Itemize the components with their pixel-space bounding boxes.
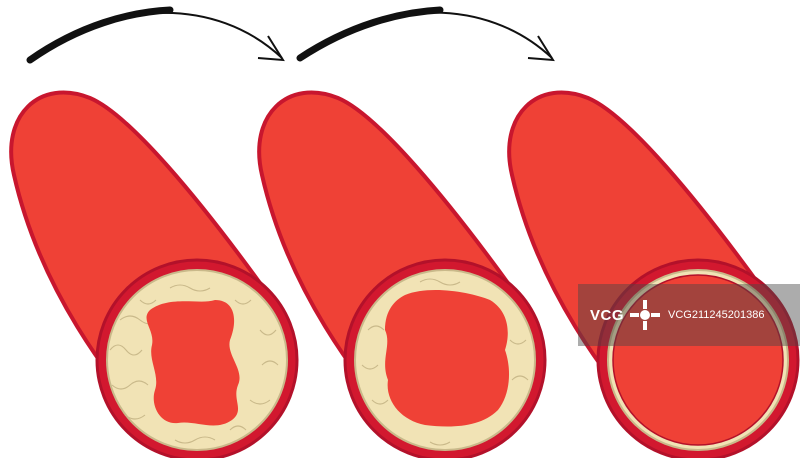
arrow-1 (26, 6, 285, 64)
watermark-id: VCG211245201386 (668, 309, 765, 321)
vessel-3-lumen (612, 274, 784, 446)
watermark-brand: VCG (590, 306, 625, 324)
arrow-2-shaft-thick (296, 6, 444, 62)
vessel-reduced-plaque (257, 90, 547, 458)
vessel-2-lumen (385, 290, 510, 427)
arrow-1-head (257, 35, 285, 62)
arrow-1-shaft-thick (26, 6, 174, 64)
arrow-2-head (527, 35, 555, 62)
vessel-severe-plaque (9, 90, 299, 458)
vessel-clear-artery (507, 90, 800, 458)
arrow-2 (296, 6, 555, 62)
vessel-2-plaque-strands (361, 278, 529, 446)
vessel-1-lumen (146, 300, 240, 426)
watermark: VCG VCG211245201386 (578, 284, 800, 346)
watermark-logo-icon (630, 300, 661, 330)
